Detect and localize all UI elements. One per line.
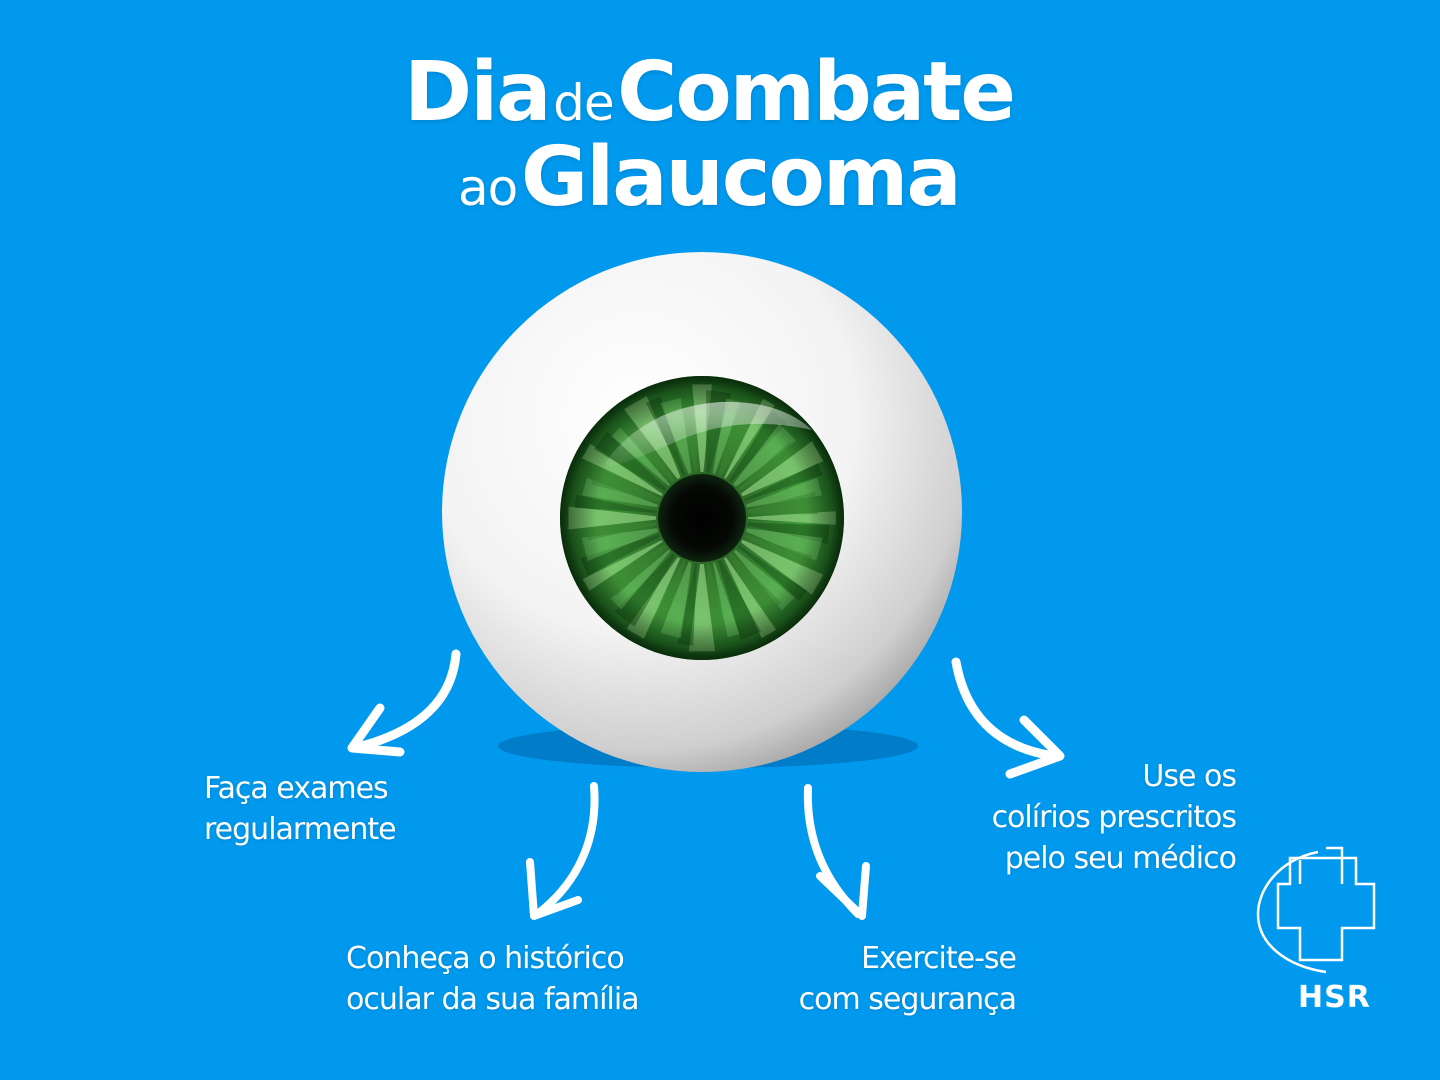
tip-line: pelo seu médico xyxy=(1004,841,1237,876)
title-word-ao: ao xyxy=(458,159,518,217)
title-word-glaucoma: Glaucoma xyxy=(520,130,962,225)
tip-line: Exercite-se xyxy=(861,941,1017,976)
tip-line: regularmente xyxy=(204,812,397,847)
arrow-icon xyxy=(347,649,461,757)
title-word-combate: Combate xyxy=(617,45,1016,140)
tip-line: ocular da sua família xyxy=(346,982,640,1017)
tip-line: Conheça o histórico xyxy=(346,941,625,976)
tip-eye-drops: Use os colírios prescritos pelo seu médi… xyxy=(948,756,1237,879)
arrow-icon xyxy=(526,782,599,920)
title-line-1: Dia de Combate xyxy=(404,45,1016,140)
title-word-de: de xyxy=(553,74,614,132)
logo-text: HSR xyxy=(1298,980,1371,1015)
arrow-icon xyxy=(803,784,870,920)
arrow-icon xyxy=(951,657,1065,779)
tip-line: Use os xyxy=(1142,759,1237,794)
tip-line: com segurança xyxy=(798,982,1017,1017)
tip-family-history: Conheça o histórico ocular da sua famíli… xyxy=(346,938,640,1020)
pupil xyxy=(658,474,746,562)
tip-line: Faça exames xyxy=(204,771,389,806)
eye-highlight xyxy=(600,401,812,470)
tip-exercise: Exercite-se com segurança xyxy=(776,938,1017,1020)
title-line-2: ao Glaucoma xyxy=(458,130,962,225)
tip-line: colírios prescritos xyxy=(991,800,1237,835)
title-word-dia: Dia xyxy=(404,45,552,140)
tip-exams: Faça exames regularmente xyxy=(204,768,397,850)
